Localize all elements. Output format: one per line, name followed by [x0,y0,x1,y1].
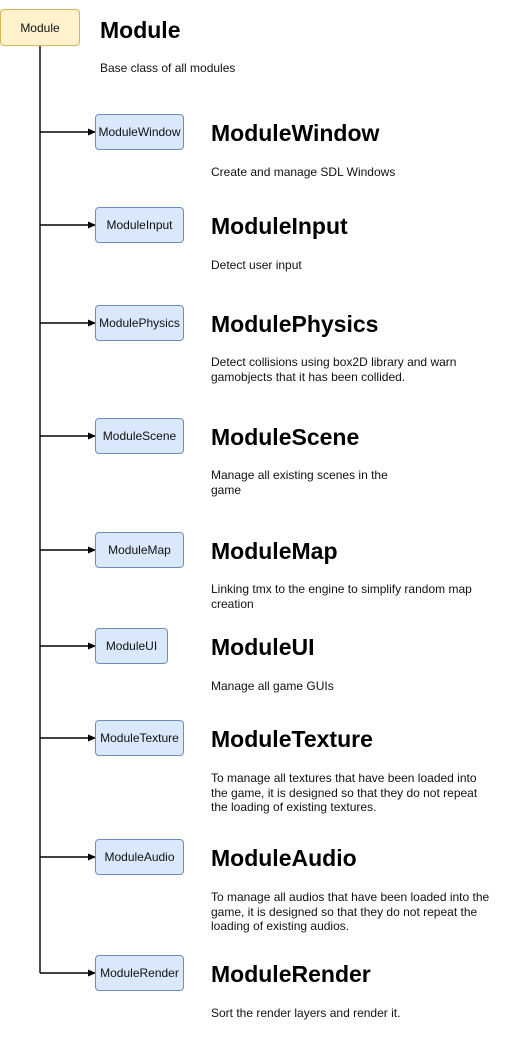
description-line: Sort the render layers and render it. [211,1006,401,1020]
module-ui-box[interactable]: ModuleUI [95,628,168,664]
module-render-title: ModuleRender [211,961,371,987]
description-line: loading of existing audios. [211,919,350,933]
description-line: Manage all game GUIs [211,679,334,693]
branch-arrows [40,128,96,977]
module-render-description: Sort the render layers and render it. [211,1006,400,1021]
description-line: game, it is designed so that they do not… [211,904,478,919]
module-render-box[interactable]: ModuleRender [95,955,184,991]
description-line: the loading of existing textures. [211,800,377,814]
module-scene-box[interactable]: ModuleScene [95,418,184,454]
description-line: the game, it is designed so that they do… [211,785,478,800]
module-window-description: Create and manage SDL Windows [211,165,395,180]
module-physics-box[interactable]: ModulePhysics [95,305,184,341]
module-input-title: ModuleInput [211,213,348,239]
module-map-box[interactable]: ModuleMap [95,532,184,568]
module-title: Module [100,17,181,43]
module-window-title: ModuleWindow [211,120,380,146]
module-ui-title: ModuleUI [211,634,315,660]
module-ui-description: Manage all game GUIs [211,679,334,694]
description-line: Linking tmx to the engine to simplify ra… [211,582,472,596]
module-input-description: Detect user input [211,258,302,273]
description-line: Detect collisions using box2D library an… [211,355,457,369]
module-scene-title: ModuleScene [211,424,360,450]
module-physics-description: Detect collisions using box2D library an… [211,355,456,384]
module-map-description: Linking tmx to the engine to simplify ra… [211,582,472,611]
module-input-box[interactable]: ModuleInput [95,207,184,243]
module-physics-title: ModulePhysics [211,311,379,337]
module-texture-description: To manage all textures that have been lo… [211,771,477,815]
module-window-box[interactable]: ModuleWindow [95,114,184,150]
module-texture-title: ModuleTexture [211,726,373,752]
module-description: Base class of all modules [100,61,236,75]
module-map-title: ModuleMap [211,538,338,564]
description-line: gamobjects that it has been collided. [211,369,406,384]
module-audio-title: ModuleAudio [211,845,357,871]
module-scene-description: Manage all existing scenes in the game [211,468,388,497]
description-line: Create and manage SDL Windows [211,165,396,179]
module-root-box[interactable]: Module [0,9,80,46]
module-texture-box[interactable]: ModuleTexture [95,720,184,756]
description-line: To manage all textures that have been lo… [211,771,477,785]
description-line: To manage all audios that have been load… [211,890,490,904]
module-audio-box[interactable]: ModuleAudio [95,839,184,875]
description-line: creation [211,596,254,611]
module-audio-description: To manage all audios that have been load… [211,890,489,934]
description-line: Detect user input [211,258,302,272]
description-line: Manage all existing scenes in the [211,468,388,482]
description-line: game [211,482,242,497]
